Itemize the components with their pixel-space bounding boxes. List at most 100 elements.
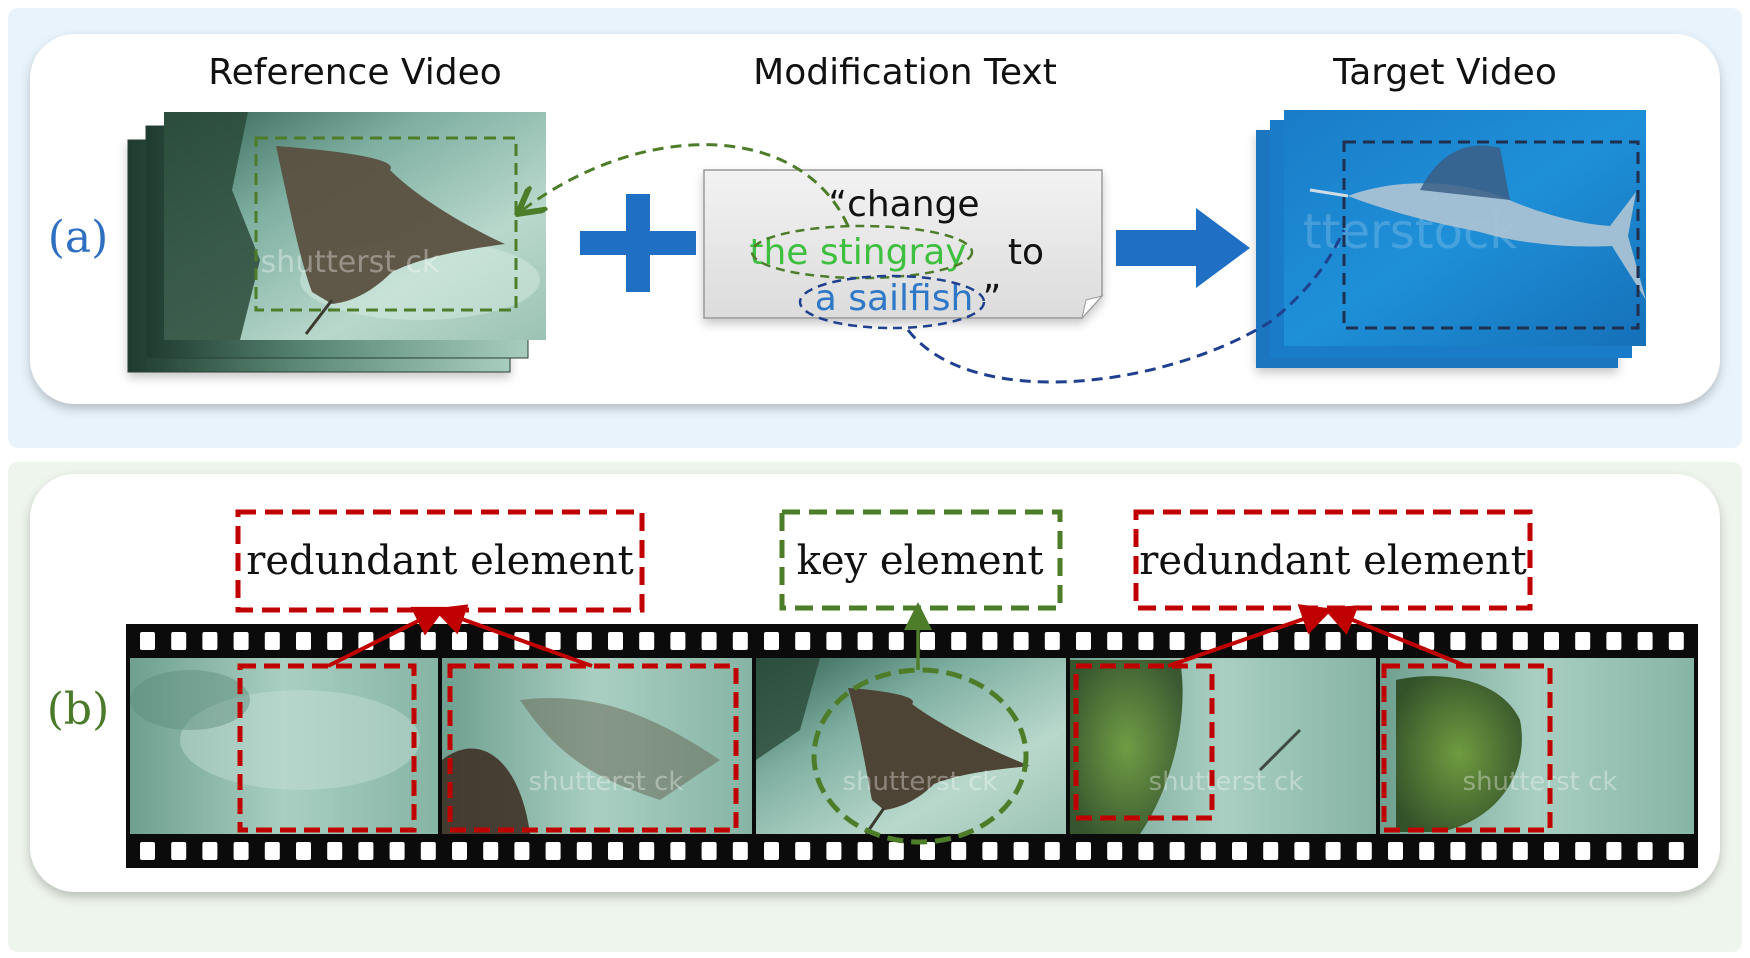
film-perforation xyxy=(1450,632,1466,650)
sailfish-link-arrow xyxy=(906,229,1346,384)
film-perforation xyxy=(327,632,343,650)
film-perforation xyxy=(920,632,935,650)
target-video-frame: tterstock xyxy=(1284,110,1646,346)
film-perforation xyxy=(389,842,405,860)
target-focus-box xyxy=(1342,140,1640,330)
film-perforation xyxy=(1325,842,1341,860)
right-redundant-arrows xyxy=(1167,604,1467,668)
film-perforation xyxy=(483,632,499,650)
film-perforation xyxy=(888,842,904,860)
target-video-title: Target Video xyxy=(1332,52,1557,93)
film-perforation xyxy=(1076,842,1091,860)
film-perforation xyxy=(1138,632,1154,650)
film-perforation xyxy=(452,842,467,860)
film-perforation xyxy=(358,842,374,860)
film-perforation xyxy=(764,842,779,860)
film-perforation xyxy=(1450,842,1466,860)
film-perforation xyxy=(264,842,280,860)
film-perforation xyxy=(608,842,623,860)
film-perforation xyxy=(202,632,218,650)
film-perforation xyxy=(202,842,218,860)
film-perforation xyxy=(701,632,717,650)
film-perforation xyxy=(1200,632,1216,650)
right-redundant-label: redundant element xyxy=(1139,538,1527,584)
film-perforation xyxy=(1200,842,1216,860)
text-to: to xyxy=(1008,232,1044,273)
film-perforation xyxy=(857,842,873,860)
film-perforation xyxy=(452,632,467,650)
film-perforation xyxy=(1325,632,1341,650)
film-perforation xyxy=(171,842,187,860)
film-perforation xyxy=(264,632,280,650)
panel-b-label: (b) xyxy=(47,684,110,735)
film-perforation xyxy=(1294,632,1310,650)
film-frame-5: shutterst ck xyxy=(1380,658,1694,834)
film-perforation xyxy=(951,842,967,860)
left-redundant-label-box: redundant element xyxy=(235,509,645,613)
film-perforation xyxy=(1419,842,1435,860)
film-perforation xyxy=(1512,842,1528,860)
film-frame-1 xyxy=(130,658,438,834)
plus-icon xyxy=(580,194,696,292)
film-perforation xyxy=(545,842,561,860)
film-perforation xyxy=(1419,632,1435,650)
film-perforation xyxy=(1575,632,1591,650)
modification-text-card: “change the stingray to a sailfish ” xyxy=(703,169,1104,330)
film-perforation xyxy=(951,632,967,650)
text-a-sailfish: a sailfish xyxy=(815,278,974,319)
film-perforation xyxy=(1169,632,1185,650)
stingray-shape-key xyxy=(848,688,1030,810)
film-frame-2: shutterst ck xyxy=(442,658,752,834)
stingray-shape xyxy=(276,146,505,304)
film-perforation xyxy=(764,632,779,650)
film-perforation xyxy=(1481,842,1497,860)
film-perforations-bottom xyxy=(140,842,1684,860)
frame-5-redundant-box xyxy=(1381,663,1553,833)
film-perforation xyxy=(1263,632,1279,650)
left-redundant-arrows xyxy=(327,604,593,668)
frame-5-watermark: shutterst ck xyxy=(1463,767,1618,797)
film-perforation xyxy=(420,842,436,860)
film-perforation xyxy=(639,632,655,650)
film-perforation xyxy=(576,842,592,860)
film-perforation xyxy=(1606,842,1622,860)
film-perforation xyxy=(1637,842,1653,860)
film-perforation xyxy=(1232,842,1247,860)
film-perforation xyxy=(826,842,842,860)
film-perforation xyxy=(639,842,655,860)
film-perforation xyxy=(296,632,311,650)
film-perforation xyxy=(732,632,748,650)
film-frame-3: shutterst ck xyxy=(756,658,1066,835)
frame-3-key-ellipse xyxy=(811,667,1029,845)
film-perforation xyxy=(140,632,155,650)
film-perforation xyxy=(1637,632,1653,650)
film-perforation xyxy=(888,632,904,650)
film-perforation xyxy=(1668,842,1684,860)
film-perforation xyxy=(857,632,873,650)
text-close-quote: ” xyxy=(983,278,1002,319)
film-perforation xyxy=(576,632,592,650)
sailfish-highlight-ellipse xyxy=(798,274,986,330)
film-perforation xyxy=(1356,842,1372,860)
reference-video-frame: shutterst ck xyxy=(164,112,546,340)
film-perforation xyxy=(608,632,623,650)
film-frame-4: shutterst ck xyxy=(1070,658,1376,834)
film-perforation xyxy=(1481,632,1497,650)
film-perforation xyxy=(1544,632,1559,650)
frame-4-watermark: shutterst ck xyxy=(1149,767,1304,797)
right-redundant-label-box: redundant element xyxy=(1133,509,1533,611)
film-perforation xyxy=(1388,842,1403,860)
film-perforation xyxy=(670,842,686,860)
film-perforation xyxy=(171,632,187,650)
frame-3-watermark: shutterst ck xyxy=(843,767,998,797)
film-perforation xyxy=(1356,632,1372,650)
reference-focus-box xyxy=(254,136,518,312)
stingray-link-arrow xyxy=(520,143,850,227)
film-perforation xyxy=(389,632,405,650)
frame-1-redundant-box xyxy=(237,663,417,833)
film-perforation xyxy=(795,632,811,650)
film-perforation xyxy=(327,842,343,860)
modification-text-title: Modification Text xyxy=(753,52,1057,93)
reference-watermark: shutterst ck xyxy=(261,245,440,280)
